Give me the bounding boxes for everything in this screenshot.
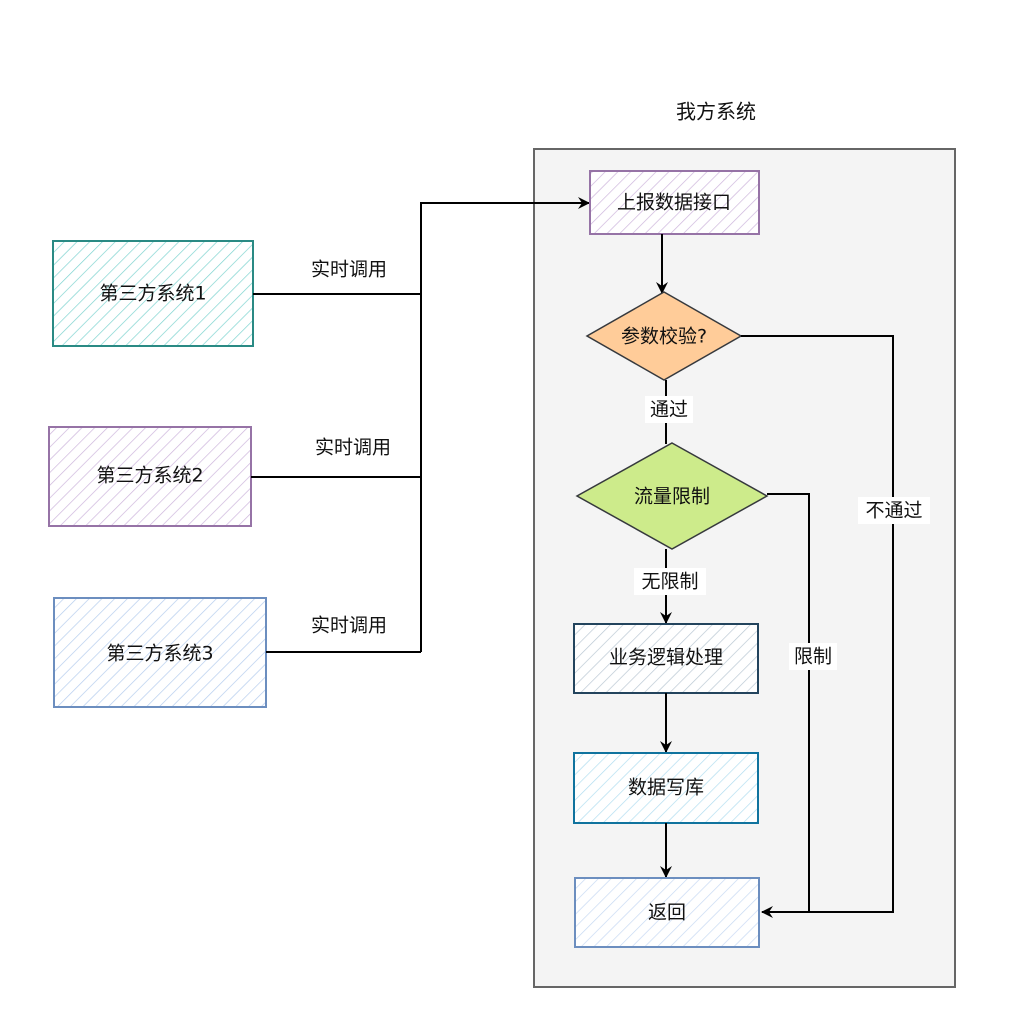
rate-limit-label: 流量限制 xyxy=(634,486,710,508)
write-db-node[interactable]: 数据写库 xyxy=(573,752,759,824)
edge-label-fail: 不通过 xyxy=(865,500,922,522)
return-box[interactable] xyxy=(574,877,760,948)
edge-label-limited: 限制 xyxy=(794,646,832,668)
edge-label-pass: 通过 xyxy=(650,399,688,421)
param-check-diamond[interactable] xyxy=(585,291,743,381)
external-system-3[interactable]: 第三方系统3 xyxy=(53,597,267,708)
rate-limit-decision[interactable]: 流量限制 xyxy=(575,442,769,550)
external-call-connectors: 实时调用 实时调用 实时调用 xyxy=(251,197,590,653)
external-system-2-box[interactable] xyxy=(48,426,252,527)
return-node[interactable]: 返回 xyxy=(574,877,760,948)
external-system-1-label: 第三方系统1 xyxy=(99,283,206,305)
container-title: 我方系统 xyxy=(676,100,756,124)
external-system-1[interactable]: 第三方系统1 xyxy=(52,240,254,347)
external-system-2-label: 第三方系统2 xyxy=(96,465,203,487)
call-label-3: 实时调用 xyxy=(311,615,387,637)
call-label-1: 实时调用 xyxy=(311,259,387,281)
write-db-box[interactable] xyxy=(573,752,759,824)
our-system-container: 我方系统 xyxy=(533,100,956,988)
external-system-3-box[interactable] xyxy=(53,597,267,708)
external-system-2[interactable]: 第三方系统2 xyxy=(48,426,252,527)
write-db-label: 数据写库 xyxy=(628,777,704,799)
business-logic-label: 业务逻辑处理 xyxy=(609,647,723,669)
call-label-2: 实时调用 xyxy=(315,437,391,459)
edge-bus-to-report-api xyxy=(420,197,590,652)
external-system-3-label: 第三方系统3 xyxy=(106,643,213,665)
business-logic-box[interactable] xyxy=(573,623,759,694)
edge-param-check-to-return xyxy=(741,335,894,918)
param-check-decision[interactable]: 参数校验? xyxy=(585,291,743,381)
container-box xyxy=(533,148,956,988)
report-data-api-box[interactable] xyxy=(589,170,760,235)
report-data-api-label: 上报数据接口 xyxy=(617,192,731,214)
rate-limit-diamond[interactable] xyxy=(575,442,769,550)
business-logic-node[interactable]: 业务逻辑处理 xyxy=(573,623,759,694)
param-check-label: 参数校验? xyxy=(621,326,707,348)
edge-label-unlimited: 无限制 xyxy=(641,571,698,593)
return-label: 返回 xyxy=(648,902,686,924)
report-data-api-node[interactable]: 上报数据接口 xyxy=(589,170,760,235)
edge-rate-limit-to-return xyxy=(767,493,810,912)
